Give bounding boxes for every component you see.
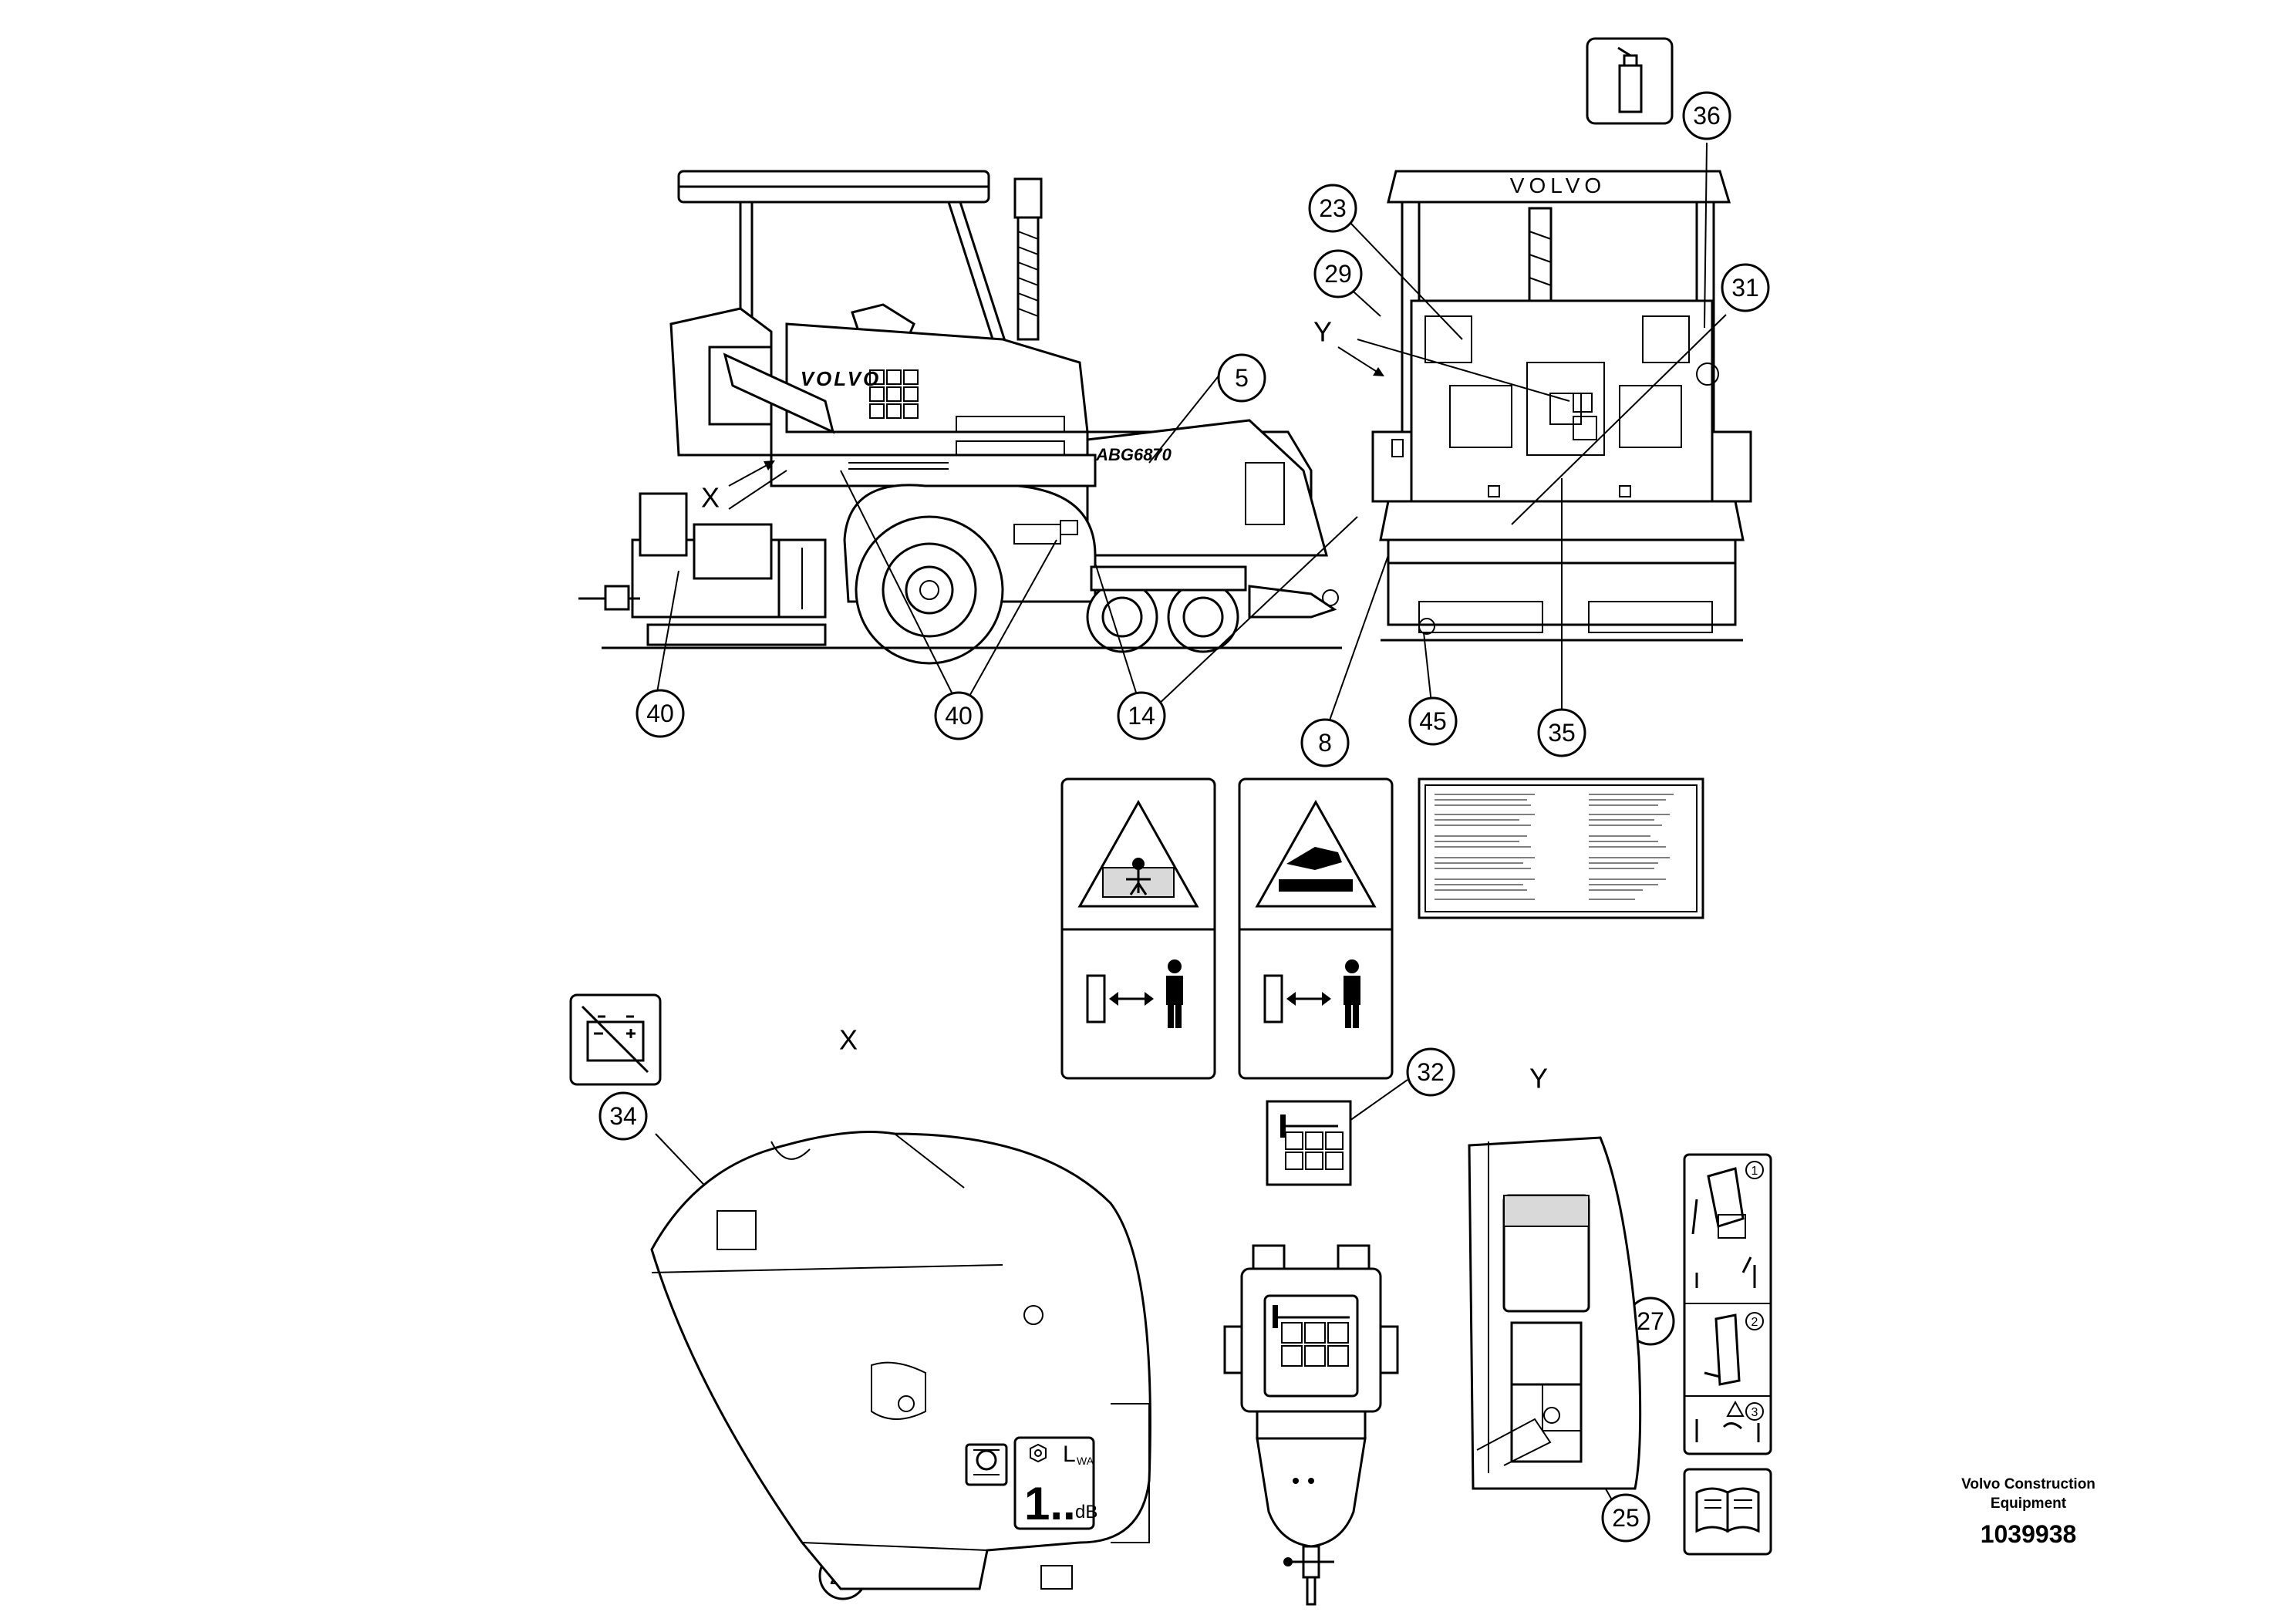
no-battery-icon bbox=[569, 993, 662, 1086]
svg-text:31: 31 bbox=[1731, 274, 1759, 302]
keep-distance-icon-2 bbox=[1263, 959, 1360, 1028]
decal-hot-surface bbox=[1238, 777, 1394, 1080]
view-x-marker: X bbox=[701, 482, 720, 514]
svg-text:14: 14 bbox=[1128, 702, 1155, 730]
noise-value: 1.. bbox=[1024, 1478, 1076, 1529]
step-1: 1 bbox=[1752, 1165, 1758, 1178]
hearing-protection-icon bbox=[973, 1449, 1000, 1475]
svg-text:34: 34 bbox=[609, 1102, 637, 1130]
svg-text:5: 5 bbox=[1235, 364, 1249, 392]
footer-company-line1: Volvo Construction bbox=[1961, 1476, 2095, 1492]
view-y-marker: Y bbox=[1313, 316, 1332, 348]
svg-text:23: 23 bbox=[1319, 194, 1347, 222]
callout-36: 36 bbox=[1682, 91, 1731, 140]
step-3: 3 bbox=[1752, 1406, 1758, 1419]
keep-distance-icon bbox=[1086, 959, 1183, 1028]
hearing-protection-decal bbox=[965, 1443, 1008, 1486]
side-button-grid bbox=[869, 369, 919, 419]
view-x-title: X bbox=[839, 1024, 858, 1056]
y-detail-cab bbox=[1468, 1136, 1642, 1490]
hand-hot-surface-icon bbox=[1279, 847, 1353, 892]
svg-text:40: 40 bbox=[646, 700, 674, 727]
view-y-title: Y bbox=[1529, 1063, 1548, 1094]
lift-sequence-decal: 1 2 3 bbox=[1683, 1153, 1772, 1455]
noise-lwa-label: L bbox=[1063, 1442, 1076, 1467]
instruction-text-decal bbox=[1418, 777, 1704, 919]
svg-text:35: 35 bbox=[1548, 719, 1576, 747]
callout-40-a: 40 bbox=[636, 689, 685, 738]
callout-27: 27 bbox=[1626, 1297, 1675, 1346]
svg-text:32: 32 bbox=[1417, 1058, 1445, 1086]
noise-level-decal: L WA 1.. dB bbox=[1013, 1436, 1097, 1530]
control-panel-icon bbox=[1266, 1100, 1352, 1186]
rear-brand: VOLVO bbox=[1510, 174, 1606, 197]
callout-31: 31 bbox=[1721, 263, 1770, 312]
crush-hazard-icon bbox=[1102, 858, 1175, 898]
side-brand: VOLVO bbox=[801, 367, 882, 390]
rear-view-paver: VOLVO bbox=[1371, 170, 1752, 642]
callout-25: 25 bbox=[1601, 1493, 1650, 1543]
side-model: ABG6870 bbox=[1095, 445, 1172, 464]
noise-unit: dB bbox=[1075, 1502, 1097, 1523]
svg-text:8: 8 bbox=[1318, 729, 1332, 757]
decal-crush-hazard bbox=[1060, 777, 1216, 1080]
callout-32: 32 bbox=[1406, 1047, 1455, 1097]
callout-45: 45 bbox=[1408, 696, 1458, 746]
callout-35: 35 bbox=[1537, 708, 1586, 757]
callout-8: 8 bbox=[1300, 718, 1350, 767]
svg-text:29: 29 bbox=[1324, 260, 1352, 288]
svg-text:25: 25 bbox=[1612, 1504, 1640, 1532]
svg-text:36: 36 bbox=[1693, 102, 1721, 130]
fuel-filter-assembly bbox=[1223, 1244, 1399, 1606]
noise-lwa-sub: WA bbox=[1077, 1455, 1094, 1467]
manual-book-icon bbox=[1683, 1468, 1772, 1556]
side-view-paver: VOLVO ABG6870 bbox=[578, 170, 1342, 665]
step-2: 2 bbox=[1752, 1316, 1758, 1329]
svg-text:40: 40 bbox=[945, 702, 973, 730]
callout-23: 23 bbox=[1308, 184, 1357, 233]
svg-text:27: 27 bbox=[1637, 1307, 1664, 1335]
svg-text:45: 45 bbox=[1419, 707, 1447, 735]
footer-company-line2: Equipment bbox=[1991, 1496, 2067, 1512]
callout-40-b: 40 bbox=[934, 691, 983, 740]
view-x-arrow bbox=[728, 462, 772, 487]
callout-29: 29 bbox=[1313, 249, 1363, 298]
callout-14: 14 bbox=[1117, 691, 1166, 740]
footer-doc-number: 1039938 bbox=[1981, 1520, 2077, 1548]
gas-bottle-icon bbox=[1586, 37, 1674, 125]
callout-5: 5 bbox=[1217, 353, 1266, 403]
callout-34: 34 bbox=[598, 1091, 648, 1141]
